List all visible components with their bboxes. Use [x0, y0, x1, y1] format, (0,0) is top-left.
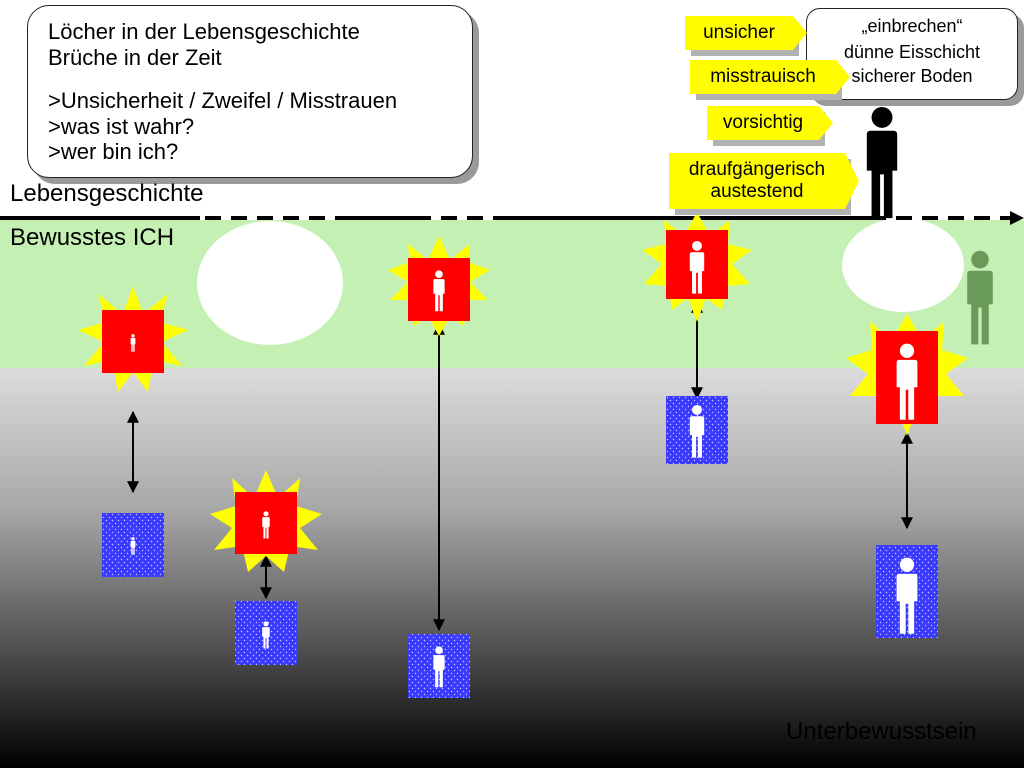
label-unterbewusstsein: Unterbewusstsein — [786, 718, 977, 745]
hole-right — [842, 218, 964, 312]
tag-label: vorsichtig — [722, 112, 804, 133]
callout-main-line: >Unsicherheit / Zweifel / Misstrauen — [48, 88, 398, 113]
callout-right-line: sicherer Boden — [851, 66, 973, 86]
tag-draufgaengerisch: draufgängerisch austestend — [669, 153, 859, 209]
callout-main-line: >wer bin ich? — [48, 139, 179, 164]
callout-main-line: Löcher in der Lebensgeschichte — [48, 19, 360, 44]
tag-label: austestend — [710, 181, 804, 202]
callout-right-line: „einbrechen“ — [861, 16, 963, 36]
callout-main-line: Brüche in der Zeit — [48, 45, 222, 70]
timeline-arrowhead — [1010, 211, 1024, 225]
label-bewusstes-ich: Bewusstes ICH — [10, 224, 175, 251]
tag-label: misstrauisch — [710, 66, 816, 87]
label-lebensgeschichte: Lebensgeschichte — [10, 180, 204, 207]
tag-vorsichtig: vorsichtig — [707, 106, 833, 140]
person-figure-green — [967, 250, 993, 345]
person-figure-black — [866, 106, 898, 219]
tag-unsicher: unsicher — [685, 16, 807, 50]
tag-label: unsicher — [703, 22, 775, 43]
subconscious-zone — [0, 368, 1024, 768]
callout-main: Löcher in der Lebensgeschichte Brüche in… — [27, 5, 473, 178]
tag-label: draufgängerisch — [688, 159, 826, 180]
callout-main-line: >was ist wahr? — [48, 114, 195, 139]
callout-right-line: dünne Eisschicht — [843, 42, 981, 62]
tag-misstrauisch: misstrauisch — [690, 60, 850, 94]
hole-left — [197, 221, 343, 345]
